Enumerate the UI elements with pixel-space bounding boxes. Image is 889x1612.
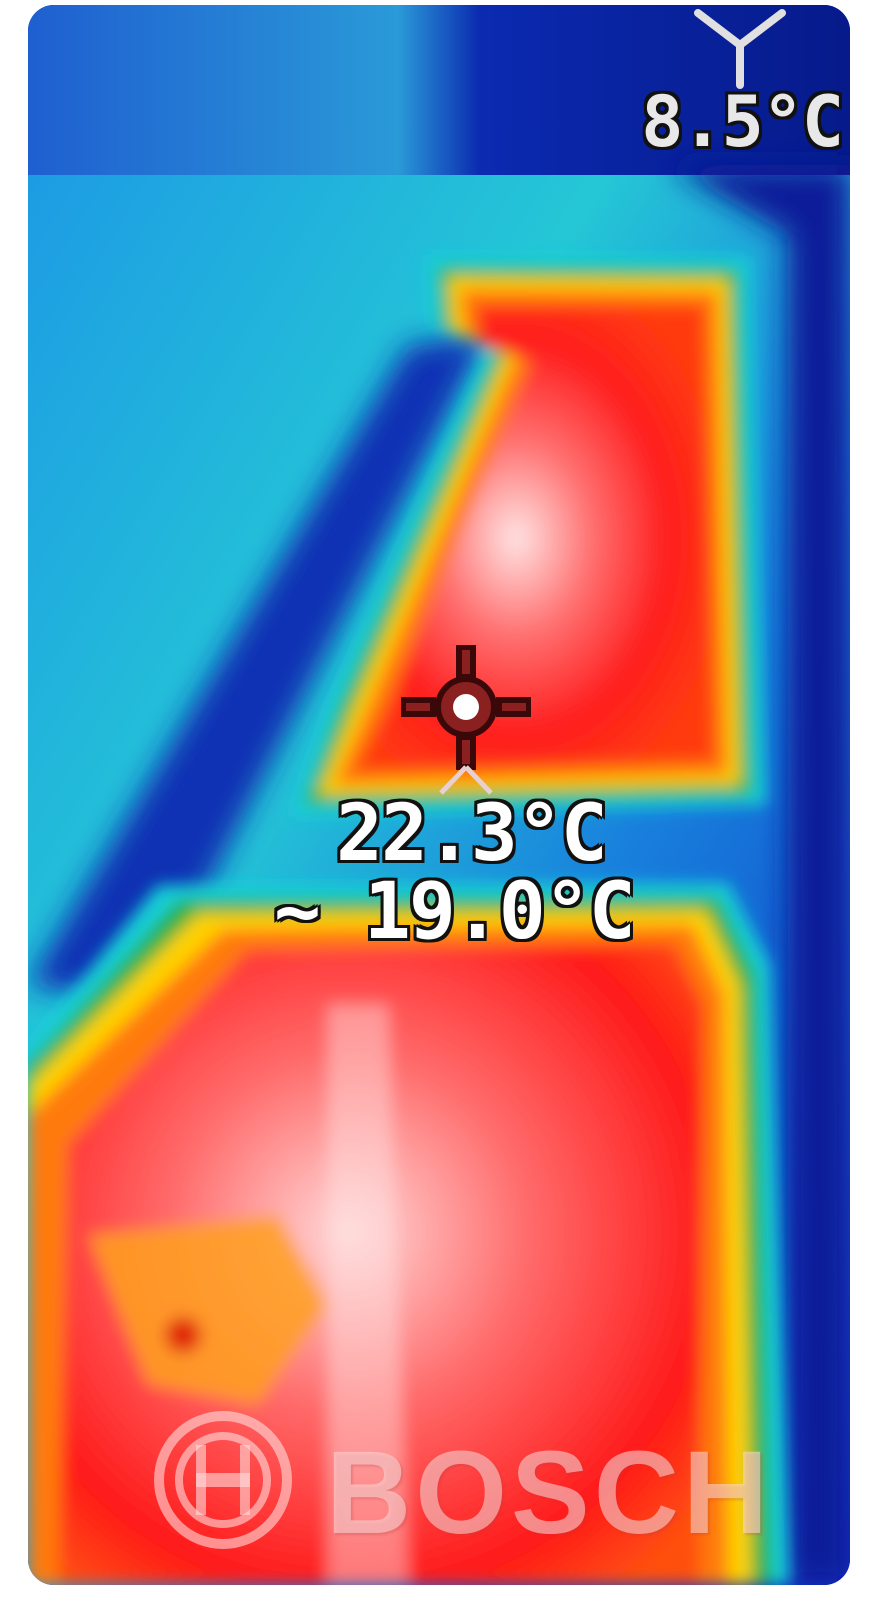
thermal-image: 8.5°C 22.3°C ~ 19.0°C BOSCH: [28, 5, 850, 1585]
corner-temperature-reading: 8.5°C: [641, 81, 844, 163]
spot-temperature-reading: 22.3°C: [336, 789, 608, 879]
brand-watermark: BOSCH: [148, 1405, 768, 1559]
average-temperature-reading: ~ 19.0°C: [274, 867, 636, 957]
bosch-armature-logo-icon: [154, 1411, 292, 1549]
crosshair-icon: [401, 645, 531, 795]
brand-name: BOSCH: [326, 1427, 773, 1559]
corner-marker-icon: [694, 9, 786, 89]
